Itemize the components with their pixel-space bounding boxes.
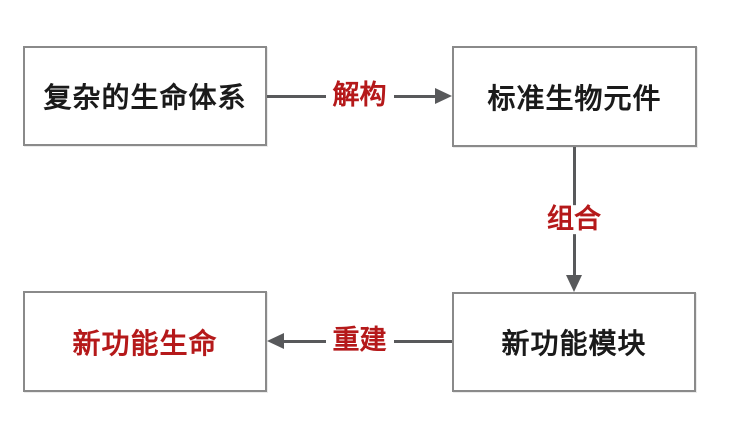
arrow-rebuild-label: 重建 [325,325,394,356]
box-new-function-life-label: 新功能生命 [72,328,218,360]
box-complex-life-system-label: 复杂的生命体系 [43,83,247,114]
arrow-combine: 组合 [540,147,608,292]
box-standard-bio-parts: 标准生物元件 [452,46,697,147]
arrow-deconstruct-label: 解构 [325,80,394,111]
arrow-deconstruct: 解构 [267,80,452,111]
arrow-rebuild: 重建 [267,325,452,356]
box-new-function-module-label: 新功能模块 [501,329,647,360]
box-new-function-life: 新功能生命 [23,291,267,392]
arrowhead-left-icon [267,333,284,349]
arrow-combine-label: 组合 [540,204,608,235]
box-standard-bio-parts-label: 标准生物元件 [487,83,662,115]
box-complex-life-system: 复杂的生命体系 [23,46,267,146]
arrowhead-down-icon [566,275,582,292]
box-new-function-module: 新功能模块 [452,292,696,392]
arrowhead-right-icon [435,88,452,104]
